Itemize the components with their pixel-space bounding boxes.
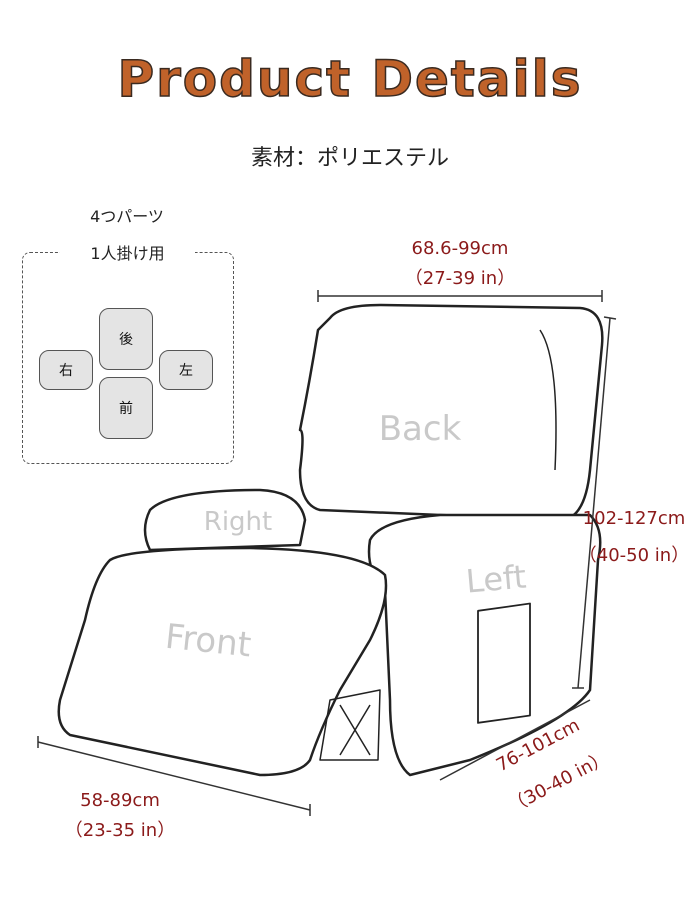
label-left: Left [464, 557, 527, 600]
label-front: Front [163, 617, 253, 666]
front-in: （23-35 in） [64, 820, 176, 841]
front-dimension-line [37, 741, 311, 811]
front-cm: 58-89cm [80, 790, 160, 811]
piece-back: 後 [99, 308, 153, 370]
width-cm: 68.6-99cm [411, 238, 509, 259]
width-in: （27-39 in） [404, 268, 516, 289]
chair-back [298, 303, 604, 522]
depth-dimension-line [439, 699, 591, 781]
parts-count-label: 4つパーツ [90, 207, 164, 226]
material-text: 素材：ポリエステル [250, 146, 449, 171]
height-cm: 102-127cm [582, 508, 686, 529]
height-dimension-line [577, 317, 611, 689]
page-title: Product Details [117, 49, 583, 109]
piece-right: 右 [39, 350, 93, 390]
side-pocket [477, 602, 531, 724]
chair-left-arm [367, 513, 602, 777]
height-in: （40-50 in） [578, 545, 690, 566]
label-back: Back [379, 409, 462, 449]
label-right: Right [204, 507, 272, 537]
piece-front: 前 [99, 377, 153, 439]
seat-type-label: 1人掛け用 [60, 240, 195, 264]
piece-left: 左 [159, 350, 213, 390]
chair-right-arm [143, 488, 307, 552]
